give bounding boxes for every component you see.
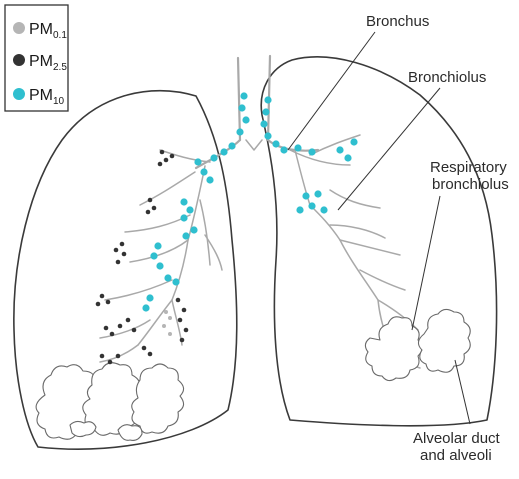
pm10-particle (242, 116, 249, 123)
pm10-particle (228, 142, 235, 149)
pm10-particle (182, 232, 189, 239)
label-bronchus: Bronchus (366, 13, 429, 30)
pm01-particles (162, 310, 172, 336)
pm25-particle (164, 158, 169, 163)
pm10-particle (238, 104, 245, 111)
label-bronchiolus: Bronchiolus (408, 69, 486, 86)
legend-swatch-pm25 (13, 54, 25, 66)
pm10-particle (194, 158, 201, 165)
pm25-particle (170, 154, 175, 159)
pm25-particle (148, 198, 153, 203)
pm25-particle (160, 150, 165, 155)
pm10-particle (264, 96, 271, 103)
legend-label-pm01: PM (29, 21, 53, 38)
pm25-particle (158, 162, 163, 167)
leader-bronchus (288, 32, 375, 150)
pm25-particle (116, 354, 121, 359)
pm10-particle (280, 146, 287, 153)
pm10-particle (180, 214, 187, 221)
legend-swatch-pm10 (13, 88, 25, 100)
pm10-particle (264, 132, 271, 139)
pm10-particle (200, 168, 207, 175)
pm10-particles (142, 92, 357, 311)
pm10-particle (150, 252, 157, 259)
pm10-particle (172, 278, 179, 285)
leader-respiratory (412, 196, 440, 330)
pm25-particle (120, 242, 125, 247)
pm10-particle (146, 294, 153, 301)
label-alveolar-duct: Alveolar duct and alveoli (413, 430, 504, 464)
pm25-particle (96, 302, 101, 307)
pm25-particle (100, 354, 105, 359)
pm01-particle (168, 332, 172, 336)
leader-alveolar (455, 360, 470, 424)
pm25-particle (114, 248, 119, 253)
label-alveolar-line2: and alveoli (420, 447, 492, 464)
pm10-particle (180, 198, 187, 205)
pm01-particle (162, 324, 166, 328)
pm10-particle (240, 92, 247, 99)
legend: PM0.1 PM2.5 PM10 (5, 5, 68, 111)
pm25-particle (182, 308, 187, 313)
pm10-particle (344, 154, 351, 161)
label-respiratory-line1: Respiratory (430, 159, 507, 176)
label-respiratory-bronchiolus: Respiratory bronchiolus (430, 159, 511, 193)
pm25-particle (142, 346, 147, 351)
leader-bronchiolus (338, 88, 440, 210)
pm10-particle (272, 140, 279, 147)
pm10-particle (320, 206, 327, 213)
pm25-particle (178, 318, 183, 323)
pm25-particle (118, 324, 123, 329)
label-alveolar-line1: Alveolar duct (413, 430, 501, 447)
pm25-particle (126, 318, 131, 323)
pm25-particle (116, 260, 121, 265)
pm10-particle (294, 144, 301, 151)
pm25-particle (106, 300, 111, 305)
pm25-particle (176, 298, 181, 303)
pm25-particle (148, 352, 153, 357)
pm10-particle (156, 262, 163, 269)
pm10-particle (262, 108, 269, 115)
pm10-particle (296, 206, 303, 213)
pm10-particle (308, 202, 315, 209)
pm10-particle (260, 120, 267, 127)
pm10-particle (142, 304, 149, 311)
pm25-particle (184, 328, 189, 333)
pm10-particle (186, 206, 193, 213)
legend-sub-pm25: 2.5 (53, 62, 67, 73)
pm25-particle (122, 252, 127, 257)
pm25-particle (104, 326, 109, 331)
pm25-particle (110, 332, 115, 337)
pm01-particle (168, 316, 172, 320)
left-alveoli-cluster (36, 363, 183, 441)
pm10-particle (206, 176, 213, 183)
legend-sub-pm01: 0.1 (53, 30, 67, 41)
labels: Bronchus Bronchiolus Respiratory bronchi… (366, 13, 511, 464)
pm25-particle (152, 206, 157, 211)
pm10-particle (314, 190, 321, 197)
pm10-particle (190, 226, 197, 233)
pm10-particle (302, 192, 309, 199)
legend-label-pm10: PM (29, 87, 53, 104)
pm10-particle (336, 146, 343, 153)
legend-label-pm25: PM (29, 53, 53, 70)
pm10-particle (210, 154, 217, 161)
pm10-particle (154, 242, 161, 249)
pm25-particle (180, 338, 185, 343)
pm25-particle (108, 360, 113, 365)
legend-sub-pm10: 10 (53, 96, 65, 107)
pm01-particle (164, 310, 168, 314)
label-respiratory-line2: bronchiolus (432, 176, 509, 193)
legend-swatch-pm01 (13, 22, 25, 34)
pm10-particle (164, 274, 171, 281)
pm10-particle (220, 148, 227, 155)
pm10-particle (350, 138, 357, 145)
pm10-particle (236, 128, 243, 135)
pm25-particle (132, 328, 137, 333)
pm25-particles (96, 150, 189, 365)
pm25-particle (100, 294, 105, 299)
pm10-particle (308, 148, 315, 155)
pm25-particle (146, 210, 151, 215)
